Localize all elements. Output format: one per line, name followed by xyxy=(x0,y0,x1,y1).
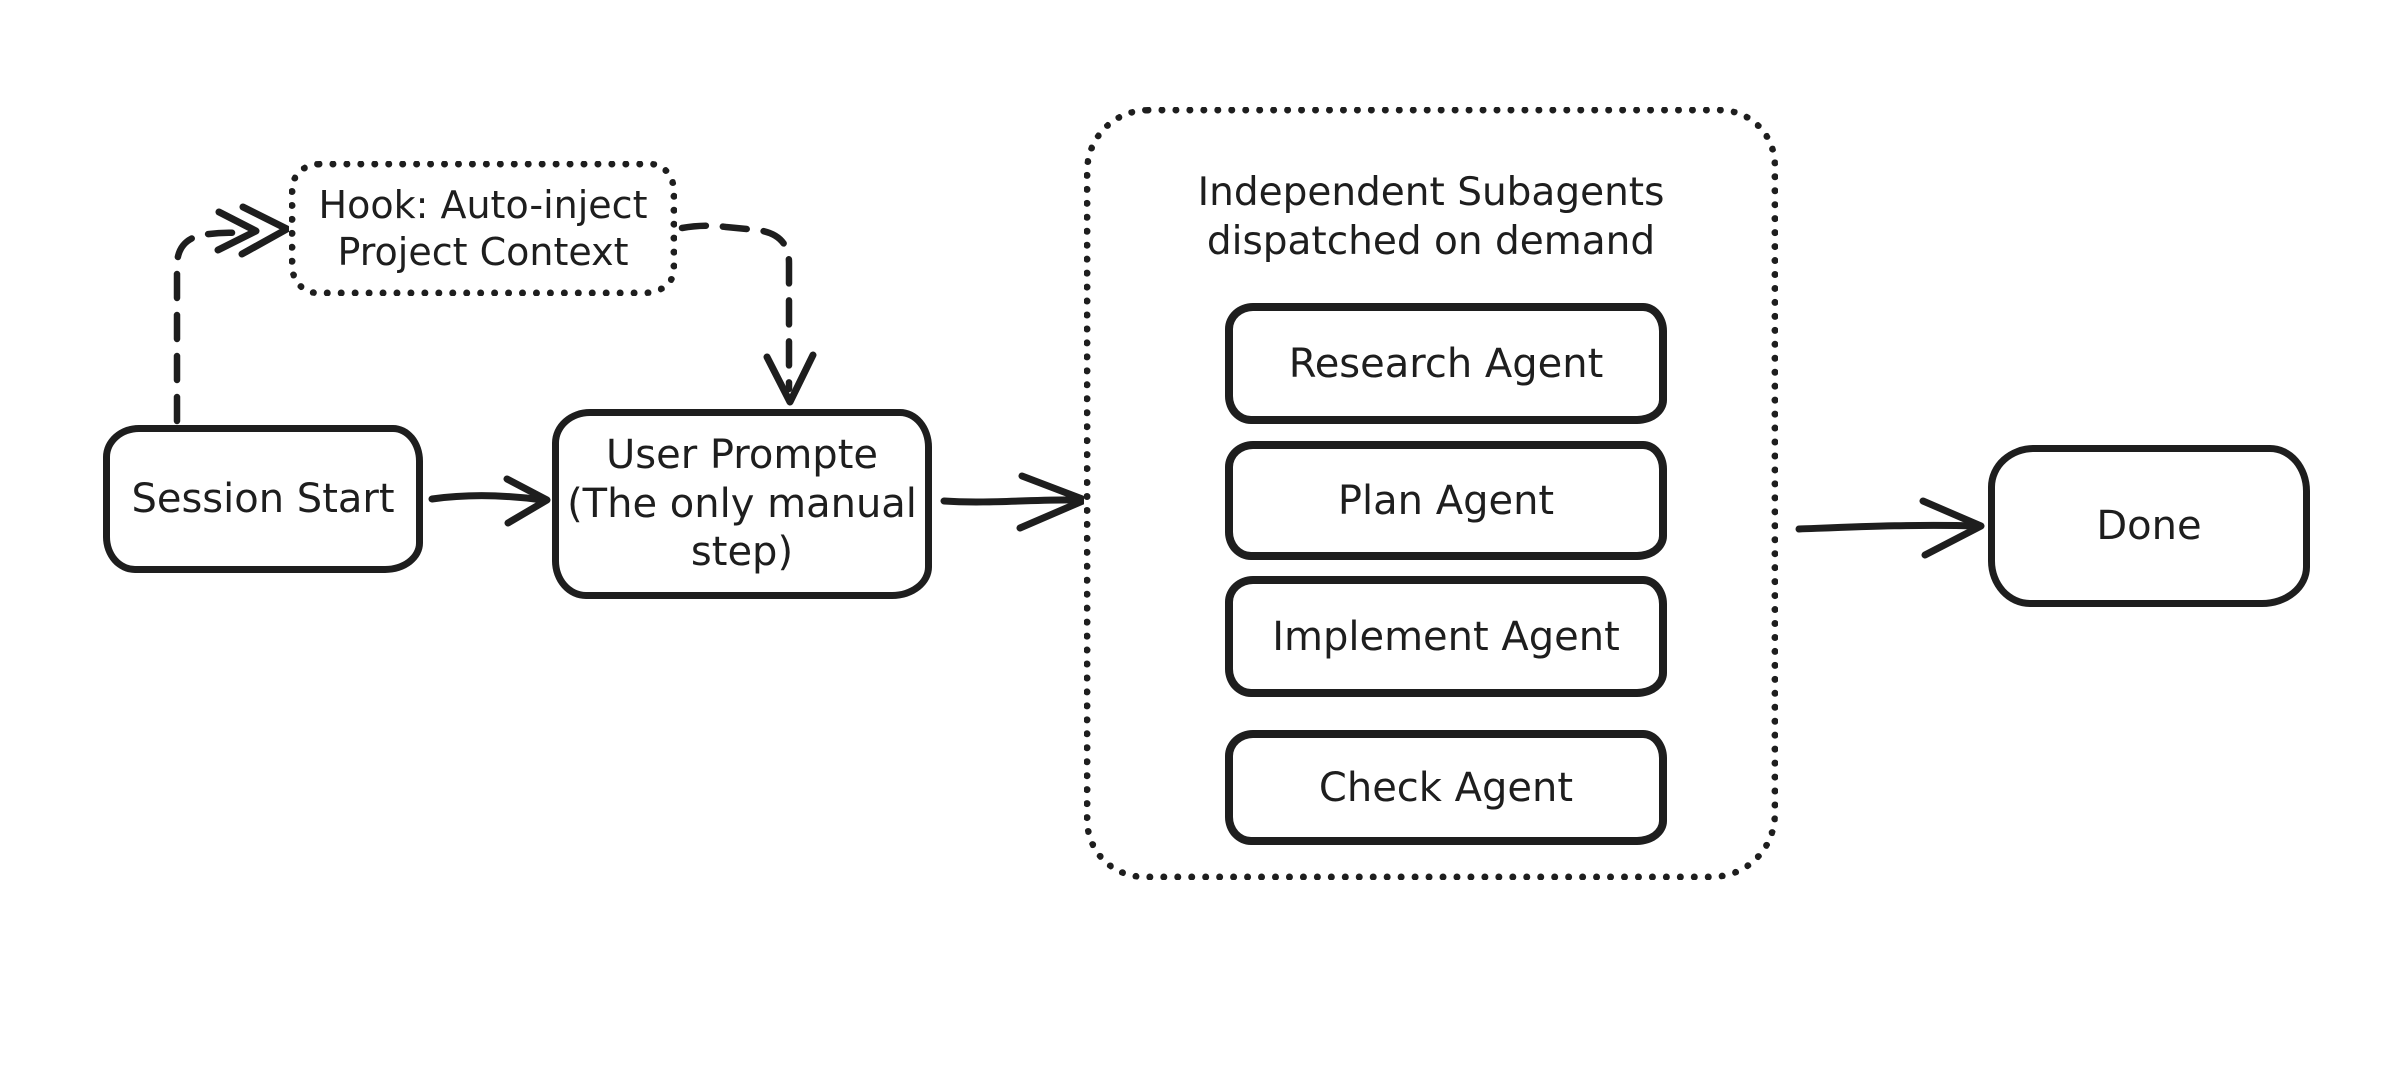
agent-label: Plan Agent xyxy=(1337,477,1555,524)
dashed-arrow-hook-to-prompt xyxy=(678,222,817,406)
hook-label-line2: Project Context xyxy=(337,229,629,274)
arrow-prompt-to-subagents-shaft xyxy=(940,496,1086,506)
done-node[interactable]: Done xyxy=(1988,445,2310,607)
dashed-arrow-session-to-hook-shaft xyxy=(173,229,242,425)
dashed-arrow-session-to-hook-head2-icon xyxy=(238,203,291,258)
dashed-arrow-hook-to-prompt-head-icon xyxy=(763,351,817,406)
done-label: Done xyxy=(2096,503,2202,549)
user-prompt-node[interactable]: User Prompte (The only manual step) xyxy=(552,409,932,599)
agent-node-check[interactable]: Check Agent xyxy=(1225,730,1667,845)
agent-label: Implement Agent xyxy=(1272,613,1620,660)
dashed-arrow-session-to-hook-head-icon xyxy=(214,208,260,254)
arrow-subagents-to-done xyxy=(1795,497,1985,559)
subagents-container[interactable]: Independent Subagents dispatched on dema… xyxy=(1084,107,1778,880)
arrow-session-to-prompt-shaft xyxy=(428,492,547,504)
arrow-prompt-to-subagents-head-icon xyxy=(1016,472,1089,532)
arrow-session-to-prompt xyxy=(428,475,551,527)
agent-node-research[interactable]: Research Agent xyxy=(1225,303,1667,424)
session-start-label: Session Start xyxy=(131,476,395,522)
agent-node-plan[interactable]: Plan Agent xyxy=(1225,441,1667,560)
arrow-subagents-to-done-shaft xyxy=(1795,521,1981,533)
arrow-session-to-prompt-head-icon xyxy=(503,475,551,527)
subagents-title: Independent Subagents dispatched on dema… xyxy=(1091,168,1771,266)
hook-node[interactable]: Hook: Auto-inject Project Context xyxy=(289,161,677,296)
hook-label-line1: Hook: Auto-inject xyxy=(318,183,648,228)
arrow-subagents-to-done-head-icon xyxy=(1919,497,1985,559)
user-prompt-label-line2: (The only manual xyxy=(567,480,917,527)
agent-label: Check Agent xyxy=(1318,764,1574,811)
user-prompt-label-line3: step) xyxy=(690,529,794,576)
subagents-title-line1: Independent Subagents xyxy=(1197,170,1665,215)
agent-label: Research Agent xyxy=(1288,340,1604,387)
agent-node-implement[interactable]: Implement Agent xyxy=(1225,576,1667,697)
dashed-arrow-hook-to-prompt-shaft xyxy=(678,222,793,393)
session-start-node[interactable]: Session Start xyxy=(103,425,423,573)
dashed-arrow-session-to-hook xyxy=(173,203,291,425)
subagents-title-line2: dispatched on demand xyxy=(1206,219,1656,265)
user-prompt-label-line1: User Prompte xyxy=(606,431,878,478)
arrow-prompt-to-subagents xyxy=(940,472,1089,532)
